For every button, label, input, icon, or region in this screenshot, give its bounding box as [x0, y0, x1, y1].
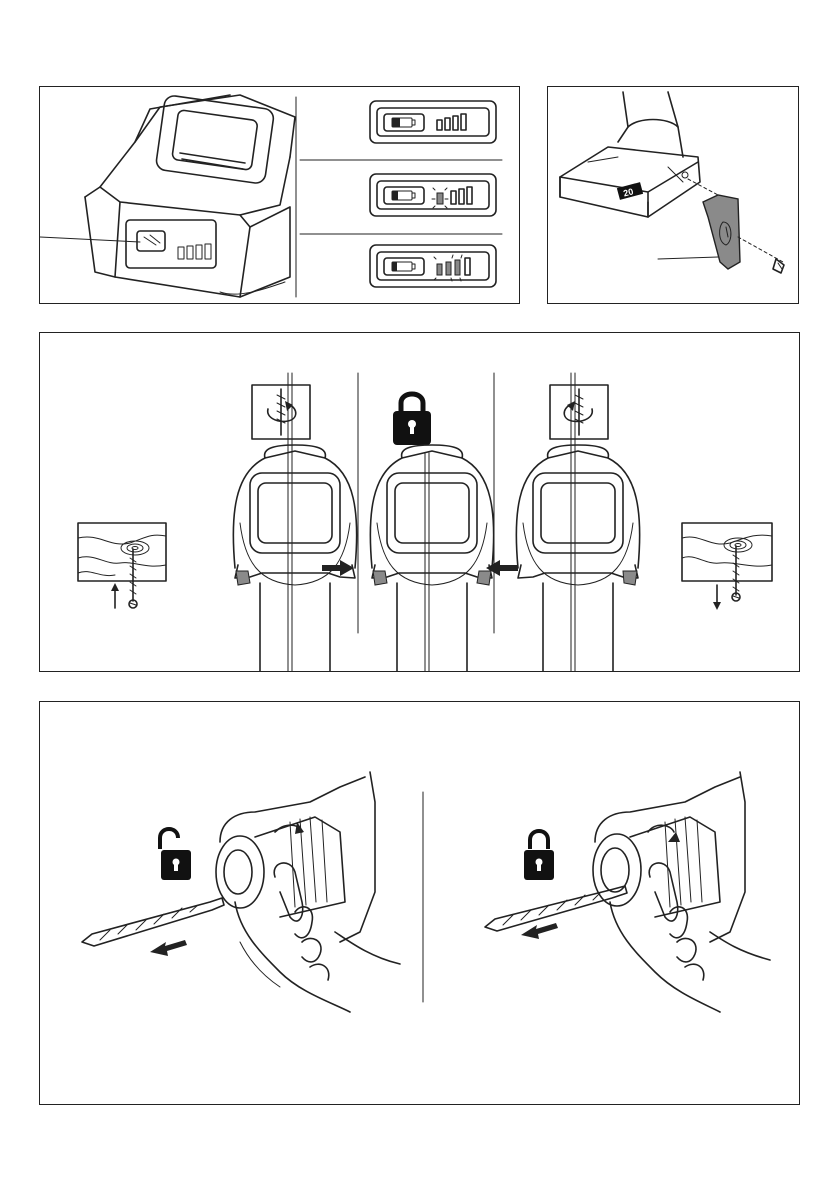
unlock-icon — [160, 829, 191, 880]
figure-belt-hook: 20 — [547, 86, 799, 304]
rotate-clockwise-icon — [252, 385, 310, 439]
belt-hook-illustration: 20 — [548, 87, 798, 303]
remove-arrow — [150, 940, 187, 956]
rotate-counterclockwise-icon — [550, 385, 608, 439]
indicator-one-blinking — [370, 174, 496, 216]
lock-icon-chuck — [524, 831, 554, 880]
drill-bit-left — [82, 898, 224, 946]
lock-icon — [393, 394, 431, 445]
figure-rotation-switch — [39, 332, 800, 672]
figure-keyless-chuck — [39, 701, 800, 1105]
keyless-chuck-illustration — [40, 702, 799, 1104]
wood-block-left — [78, 523, 166, 608]
indicator-multiple-blinking — [370, 245, 496, 287]
drill-chuck-right — [593, 772, 745, 942]
wood-block-right — [682, 523, 772, 610]
drill-chuck-left — [216, 772, 375, 942]
drill-rear-view-reverse — [516, 373, 639, 671]
rotation-switch-illustration — [40, 333, 799, 671]
figure-battery-indicator — [39, 86, 520, 304]
indicator-full — [370, 101, 496, 143]
drill-rear-view-lock — [370, 445, 493, 671]
battery-illustration — [40, 87, 519, 303]
insert-arrow — [521, 923, 558, 939]
belt-hook — [703, 195, 740, 269]
